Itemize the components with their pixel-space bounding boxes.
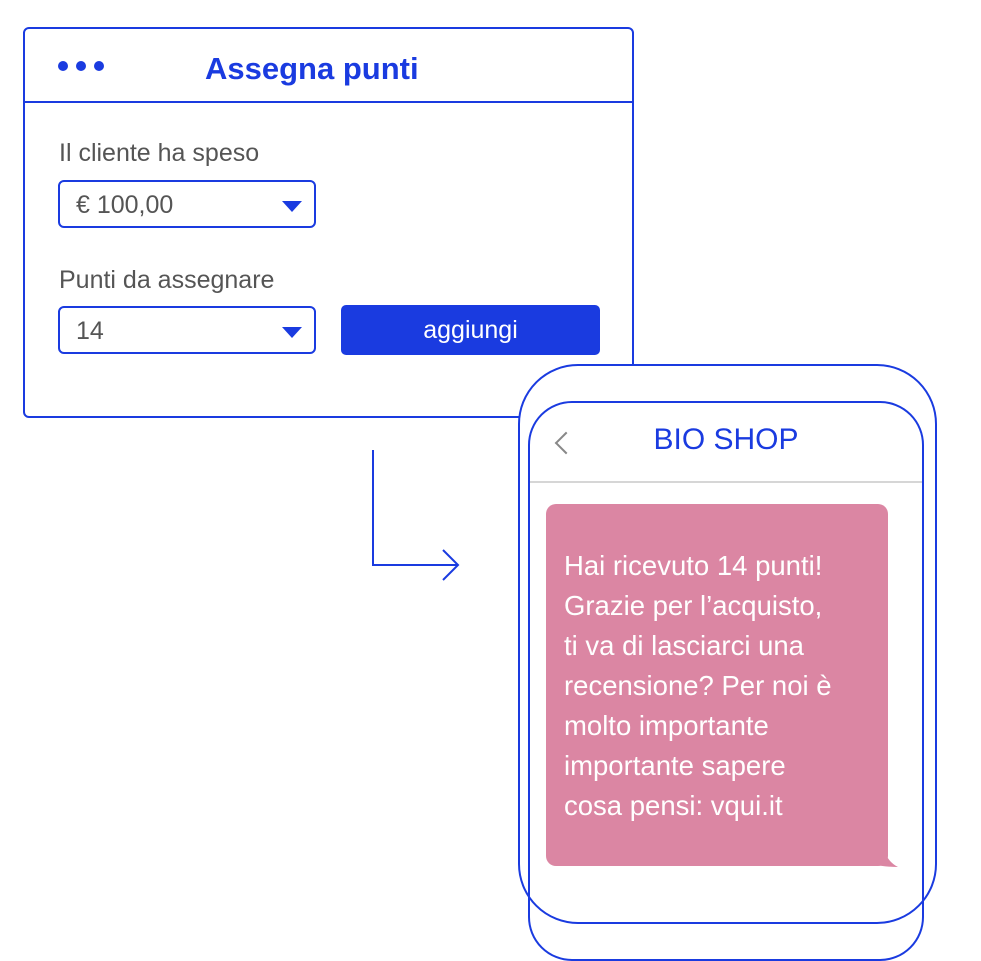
phone-mockup: BIO SHOP Hai ricevuto 14 punti! Grazie p…: [518, 364, 937, 961]
window-title: Assegna punti: [205, 51, 419, 86]
add-button[interactable]: aggiungi: [341, 305, 600, 355]
points-select[interactable]: 14: [58, 306, 316, 354]
caret-down-icon: [282, 327, 302, 338]
points-label: Punti da assegnare: [59, 266, 275, 294]
chat-header: BIO SHOP: [530, 403, 922, 483]
dot: [76, 61, 86, 71]
assign-points-window: Assegna punti Il cliente ha speso € 100,…: [23, 27, 634, 418]
arrow-connector-icon: [372, 450, 460, 581]
message-bubble: Hai ricevuto 14 punti! Grazie per l’acqu…: [546, 504, 888, 866]
points-value: 14: [76, 317, 104, 345]
window-header: Assegna punti: [25, 29, 632, 103]
dot: [58, 61, 68, 71]
more-dots-icon[interactable]: [58, 61, 104, 71]
message-text: Hai ricevuto 14 punti! Grazie per l’acqu…: [564, 550, 832, 821]
spent-label: Il cliente ha speso: [59, 139, 260, 167]
dot: [94, 61, 104, 71]
chat-title: BIO SHOP: [653, 423, 799, 456]
caret-down-icon: [282, 201, 302, 212]
spent-amount-value: € 100,00: [76, 191, 174, 219]
spent-amount-select[interactable]: € 100,00: [58, 180, 316, 228]
bubble-tail-icon: [860, 823, 898, 867]
phone-screen: BIO SHOP Hai ricevuto 14 punti! Grazie p…: [528, 401, 924, 961]
